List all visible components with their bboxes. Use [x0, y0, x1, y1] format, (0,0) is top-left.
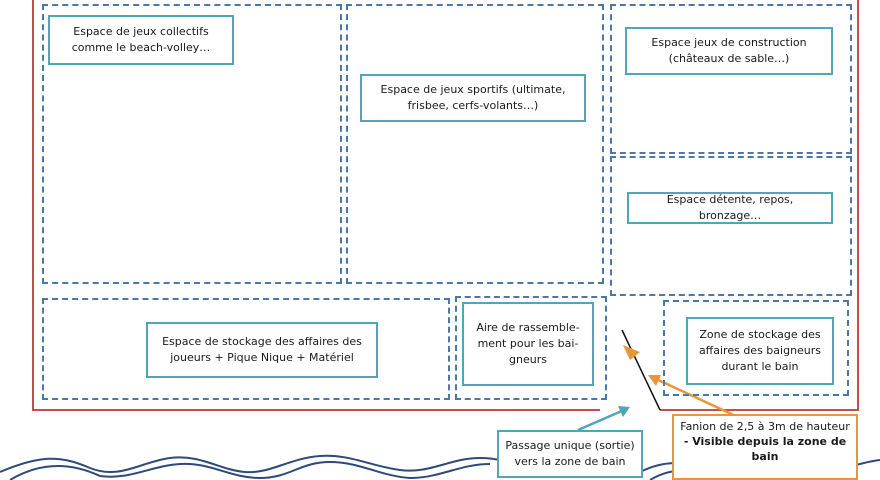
- flag-line-1: Fanion de 2,5 à 3m de hauteur: [680, 420, 850, 433]
- zone-relaxation: [610, 156, 852, 296]
- perimeter-line-right: [660, 0, 859, 411]
- zone-bather-storage: [663, 300, 849, 396]
- flag-line-2: - Visible depuis la zone de: [683, 435, 847, 448]
- perimeter-line: [32, 0, 600, 411]
- passage-arrow: [577, 406, 630, 432]
- label-assembly-area: Aire de rassemble- ment pour les bai- gn…: [462, 302, 594, 386]
- label-collective-games: Espace de jeux collectifs comme le beach…: [48, 15, 234, 65]
- fence-segment: [621, 329, 661, 411]
- zone-assembly-area: [455, 296, 607, 400]
- zone-player-storage: [42, 298, 450, 400]
- flag-line-3: bain: [751, 450, 779, 463]
- label-construction-games: Espace jeux de construction (châteaux de…: [625, 27, 833, 75]
- label-passage: Passage unique (sortie) vers la zone de …: [497, 430, 643, 478]
- label-relaxation: Espace détente, repos, bronzage…: [627, 192, 833, 224]
- flag-arrow: [648, 375, 741, 420]
- label-sports-games: Espace de jeux sportifs (ultimate, frisb…: [360, 74, 586, 122]
- zone-collective-games: [42, 4, 342, 284]
- flag-pointer-arrow: [623, 345, 640, 360]
- label-flag: Fanion de 2,5 à 3m de hauteur - Visible …: [672, 414, 858, 480]
- zone-sports-games: [346, 4, 604, 284]
- label-bather-storage: Zone de stockage des affaires des baigne…: [686, 317, 834, 385]
- label-player-storage: Espace de stockage des affaires des joue…: [146, 322, 378, 378]
- zone-construction-games: [610, 4, 852, 154]
